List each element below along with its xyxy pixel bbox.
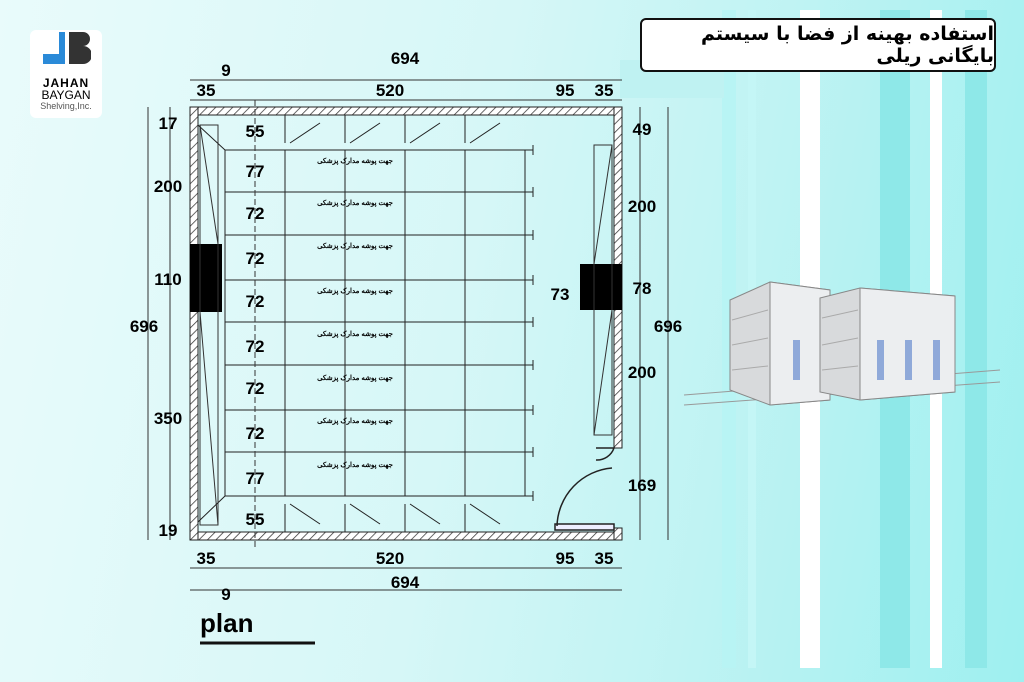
shelf-handle-icon bbox=[525, 187, 534, 197]
row-dimension: 72 bbox=[246, 292, 265, 311]
dim-bottom-520: 520 bbox=[376, 549, 404, 568]
shelf-labels: جهت پوشه مدارک پزشکی جهت پوشه مدارک پزشکی… bbox=[317, 157, 393, 470]
dim-right-49: 49 bbox=[633, 120, 652, 139]
shelf-end-panel bbox=[344, 115, 381, 532]
mobile-shelving-photo bbox=[683, 281, 1001, 406]
dimension-lines bbox=[147, 79, 669, 591]
shelf-handle-icon bbox=[525, 405, 534, 415]
dim-bottom-35a: 35 bbox=[197, 549, 216, 568]
row-dimension: 77 bbox=[246, 162, 265, 181]
shelf-handle-icon bbox=[525, 145, 534, 155]
mobile-shelving-grid bbox=[197, 115, 534, 532]
dimension-labels: 694 9 35 520 95 35 35 520 95 35 9 694 17… bbox=[130, 49, 682, 604]
dim-top-35a: 35 bbox=[197, 81, 216, 100]
shelf-end-panel bbox=[284, 115, 321, 532]
dim-right-696: 696 bbox=[654, 317, 682, 336]
dim-bottom-95: 95 bbox=[556, 549, 575, 568]
logo-line-2: BAYGAN bbox=[41, 88, 91, 102]
side-cabinet-right bbox=[593, 144, 613, 436]
left-column-block bbox=[190, 244, 222, 312]
shelf-end-panel bbox=[464, 115, 501, 532]
company-logo: JAHAN BAYGAN Shelving,Inc. bbox=[30, 30, 102, 118]
title-box: استفاده بهینه از فضا با سیستم بایگانی ری… bbox=[640, 18, 996, 72]
logo-mark-icon bbox=[43, 32, 92, 64]
dim-right-73: 73 bbox=[551, 285, 570, 304]
dim-right-169: 169 bbox=[628, 476, 656, 495]
dim-top-35b: 35 bbox=[595, 81, 614, 100]
logo-line-1: JAHAN bbox=[42, 76, 90, 90]
shelf-label: جهت پوشه مدارک پزشکی bbox=[317, 374, 393, 383]
door bbox=[554, 447, 616, 531]
shelf-label: جهت پوشه مدارک پزشکی bbox=[317, 287, 393, 296]
decor-stripe bbox=[965, 10, 987, 668]
shelf-handle-icon bbox=[525, 275, 534, 285]
shelf-handle-icon bbox=[525, 447, 534, 457]
row-dimension: 55 bbox=[246, 510, 265, 529]
shelf-handle-icon bbox=[525, 317, 534, 327]
shelf-label: جهت پوشه مدارک پزشکی bbox=[317, 417, 393, 426]
row-dimension: 55 bbox=[246, 122, 265, 141]
row-dimension: 72 bbox=[246, 337, 265, 356]
page-title: استفاده بهینه از فضا با سیستم بایگانی ری… bbox=[701, 23, 994, 67]
right-column-block bbox=[580, 264, 622, 310]
dim-top-520: 520 bbox=[376, 81, 404, 100]
shelf-label: جهت پوشه مدارک پزشکی bbox=[317, 157, 393, 166]
side-cabinet-left bbox=[199, 124, 219, 526]
row-dimension: 77 bbox=[246, 469, 265, 488]
dim-bottom-35b: 35 bbox=[595, 549, 614, 568]
row-dimension: 72 bbox=[246, 249, 265, 268]
dim-top-95: 95 bbox=[556, 81, 575, 100]
dim-right-200a: 200 bbox=[628, 197, 656, 216]
row-dimension: 72 bbox=[246, 204, 265, 223]
logo-line-3: Shelving,Inc. bbox=[40, 101, 92, 111]
dim-bottom-total: 694 bbox=[391, 573, 420, 592]
shelf-end-panel bbox=[404, 115, 441, 532]
shelf-handle-icon bbox=[525, 491, 534, 501]
shelf-label: جهت پوشه مدارک پزشکی bbox=[317, 461, 393, 470]
dim-left-200: 200 bbox=[154, 177, 182, 196]
shelf-label: جهت پوشه مدارک پزشکی bbox=[317, 242, 393, 251]
dim-top-9: 9 bbox=[221, 61, 230, 80]
dim-top-total: 694 bbox=[391, 49, 420, 68]
dim-left-696: 696 bbox=[130, 317, 158, 336]
row-dimension: 72 bbox=[246, 424, 265, 443]
plan-label: plan bbox=[200, 608, 253, 638]
row-dimension-labels: 55 77 72 72 72 72 72 72 77 55 bbox=[246, 122, 265, 529]
dim-left-17: 17 bbox=[159, 114, 178, 133]
shelf-label: جهت پوشه مدارک پزشکی bbox=[317, 330, 393, 339]
shelf-label: جهت پوشه مدارک پزشکی bbox=[317, 199, 393, 208]
shelf-handle-icon bbox=[525, 360, 534, 370]
dim-bottom-9: 9 bbox=[221, 585, 230, 604]
dim-right-78: 78 bbox=[633, 279, 652, 298]
decor-stripe bbox=[722, 10, 736, 668]
row-dimension: 72 bbox=[246, 379, 265, 398]
dim-left-19: 19 bbox=[159, 521, 178, 540]
dim-left-350: 350 bbox=[154, 409, 182, 428]
shelf-handle-icon bbox=[525, 230, 534, 240]
dim-right-200b: 200 bbox=[628, 363, 656, 382]
dim-left-110: 110 bbox=[154, 270, 181, 289]
